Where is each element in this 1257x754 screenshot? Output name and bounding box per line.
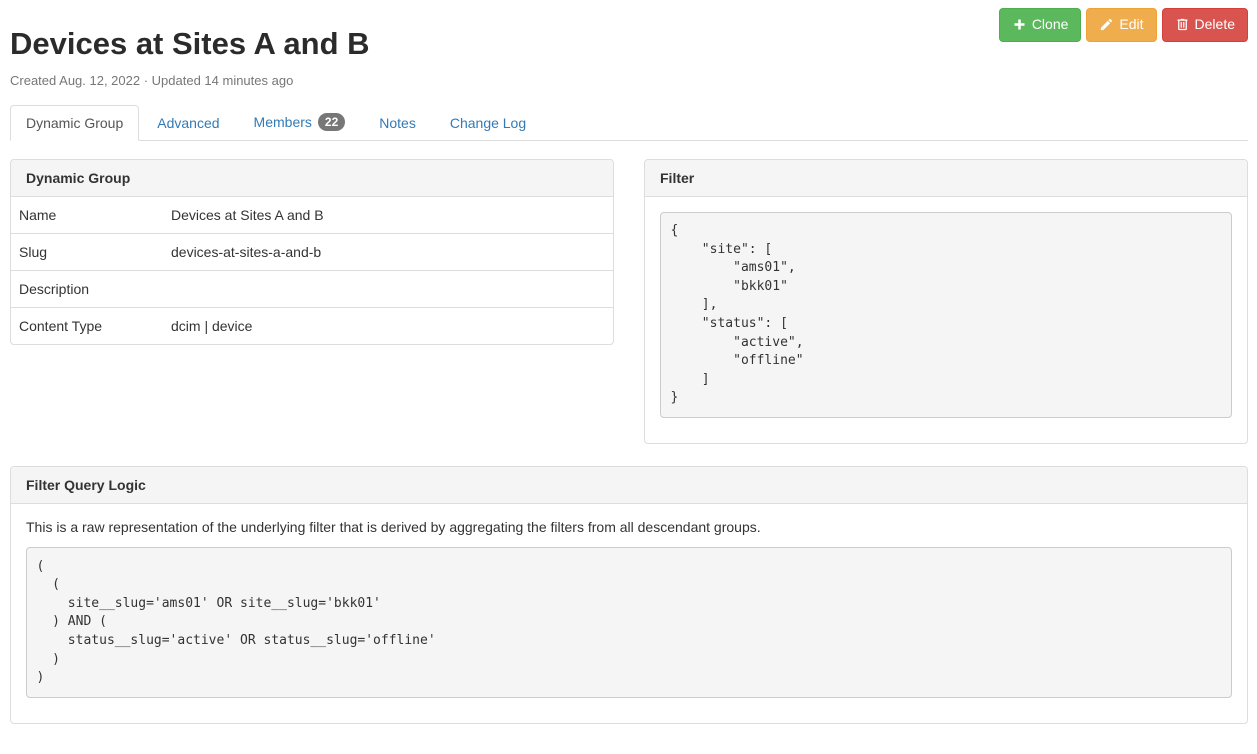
- attr-label-name: Name: [19, 206, 57, 223]
- attr-value-description: [163, 269, 613, 308]
- attr-label-slug: Slug: [11, 232, 163, 271]
- tab-members[interactable]: Members 22: [238, 103, 362, 141]
- dynamic-group-panel: Dynamic Group Name Devices at Sites A an…: [10, 158, 614, 345]
- filter-panel-title: Filter: [645, 159, 1247, 197]
- tab-advanced[interactable]: Advanced: [141, 105, 235, 141]
- filter-json-code: { "site": [ "ams01", "bkk01" ], "status"…: [660, 211, 1232, 419]
- trash-icon: [1175, 17, 1190, 32]
- attr-value-content-type: dcim | device: [163, 306, 613, 344]
- attr-value-name: Devices at Sites A and B: [171, 206, 324, 223]
- page-meta: Created Aug. 12, 2022 · Updated 14 minut…: [10, 72, 294, 88]
- pencil-icon: [1099, 17, 1114, 32]
- filter-query-logic-title: Filter Query Logic: [11, 467, 1247, 505]
- tab-change-log[interactable]: Change Log: [434, 105, 542, 141]
- page: Clone Edit Delete Devices at Sites A and…: [10, 8, 1248, 725]
- delete-button-label: Delete: [1194, 16, 1235, 32]
- tab-bar: Dynamic Group Advanced Members 22 Notes C…: [10, 103, 1248, 141]
- plus-icon: [1012, 17, 1027, 32]
- edit-button[interactable]: Edit: [1086, 8, 1157, 42]
- tab-notes-label: Notes: [379, 114, 416, 131]
- attr-label-description: Description: [11, 269, 163, 308]
- members-count-badge: 22: [317, 112, 346, 131]
- clone-button-label: Clone: [1031, 16, 1069, 32]
- tab-notes[interactable]: Notes: [363, 105, 432, 141]
- table-row: Slug devices-at-sites-a-and-b: [11, 232, 613, 271]
- filter-query-code: ( ( site__slug='ams01' OR site__slug='bk…: [26, 547, 1232, 699]
- filter-query-logic-panel: Filter Query Logic This is a raw represe…: [10, 466, 1248, 725]
- filter-query-description: This is a raw representation of the unde…: [26, 519, 761, 536]
- table-row: Name Devices at Sites A and B: [11, 197, 613, 234]
- tab-change-log-label: Change Log: [449, 114, 527, 131]
- tab-members-label: Members: [253, 113, 312, 130]
- dynamic-group-panel-title: Dynamic Group: [11, 159, 613, 197]
- dynamic-group-attr-table: Name Devices at Sites A and B Slug devic…: [11, 197, 613, 344]
- tab-advanced-label: Advanced: [157, 114, 220, 131]
- edit-button-label: Edit: [1119, 16, 1144, 32]
- clone-button[interactable]: Clone: [998, 8, 1082, 42]
- tab-dynamic-group-label: Dynamic Group: [26, 114, 124, 131]
- attr-value-slug: devices-at-sites-a-and-b: [163, 232, 613, 271]
- attr-label-content-type: Content Type: [11, 306, 163, 344]
- page-title: Devices at Sites A and B: [10, 26, 370, 61]
- filter-panel: Filter { "site": [ "ams01", "bkk01" ], "…: [644, 158, 1248, 445]
- table-row: Content Type dcim | device: [11, 306, 613, 344]
- action-buttons: Clone Edit Delete: [998, 8, 1248, 42]
- table-row: Description: [11, 269, 613, 308]
- delete-button[interactable]: Delete: [1161, 8, 1248, 42]
- tab-dynamic-group[interactable]: Dynamic Group: [10, 104, 140, 141]
